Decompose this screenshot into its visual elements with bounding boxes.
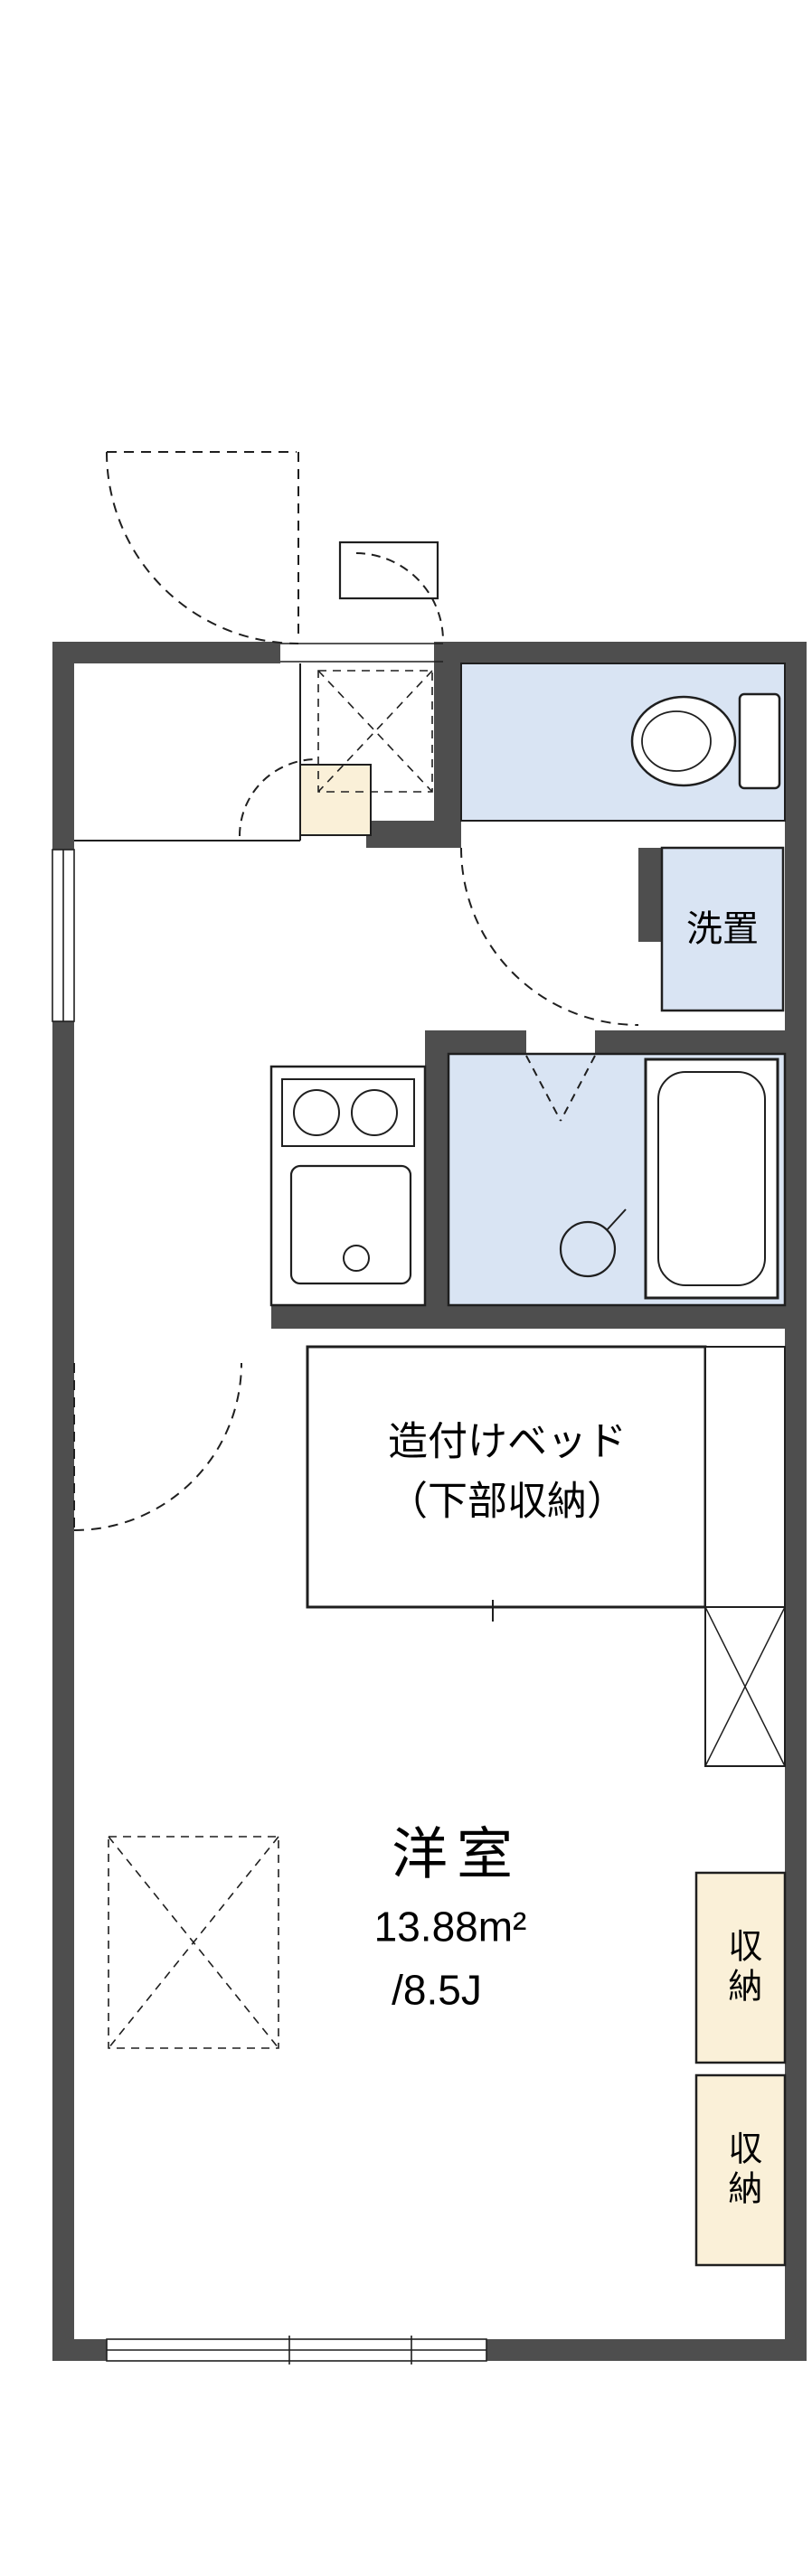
burner-right (351, 1089, 398, 1136)
burner-box (281, 1078, 415, 1147)
wall-tataki-stub (366, 821, 461, 848)
room-area-label: 13.88m² (373, 1903, 527, 1951)
wall-bath-left (425, 1030, 448, 1329)
toilet-bowl-inner (641, 710, 712, 772)
storage-upper-label: 収納 (722, 1928, 760, 2007)
washer-unit (660, 846, 785, 1012)
bed-label-line2: （下部収納） (388, 1479, 627, 1524)
bed-label-line1: 造付けベッド (388, 1419, 627, 1464)
kitchen-sink (289, 1164, 412, 1285)
bathroom (525, 1055, 779, 1300)
bathtub-outer (644, 1058, 779, 1300)
shower-drain-circle (559, 1220, 617, 1278)
right-nook (704, 1346, 786, 1767)
storage-upper-box (694, 1871, 787, 2064)
bathtub-inner (657, 1071, 766, 1286)
toilet-bowl (630, 695, 737, 787)
nook-upper (704, 1346, 786, 1608)
bed-outline (306, 1345, 707, 1609)
room-size-label: /8.5J (392, 1966, 482, 2014)
wall-left-upper (52, 642, 74, 851)
washroom-door-arc (460, 847, 639, 1026)
toilet-tank (738, 692, 781, 790)
built-in-bed (306, 1345, 707, 1622)
wall-washer-stub (638, 848, 662, 942)
main-room-features (73, 1362, 279, 2049)
fridge-diagonal-2 (704, 1606, 786, 1767)
entry-hall-door-arc (239, 758, 317, 837)
burner-left (293, 1089, 340, 1136)
wall-bath-top-right (595, 1030, 785, 1054)
wall-right (785, 642, 807, 2361)
bath-fold-door-left (525, 1055, 562, 1122)
washer-label: 洗置 (686, 909, 759, 949)
shoe-cabinet (299, 764, 372, 836)
entrance-door (106, 451, 445, 663)
entry-door-swing-arc-small (355, 552, 445, 643)
storage-lower-label: 収納 (722, 2130, 760, 2210)
washroom-door (460, 847, 639, 1026)
walls (52, 642, 807, 2361)
wall-bottom-right (486, 2339, 807, 2361)
room-name-label: 洋室 (391, 1823, 523, 1886)
entry-door-swing-arc-large (106, 451, 299, 644)
toilet-floor (460, 663, 786, 822)
room-door-arc (73, 1362, 242, 1531)
wall-top-right (443, 642, 807, 663)
folding-table-outline (108, 1836, 279, 2049)
entry-door-leaf (338, 541, 439, 600)
tataki-outline (317, 670, 433, 793)
windows (52, 849, 487, 2364)
kitchen (269, 1065, 427, 1307)
wall-entry-divider (434, 642, 461, 848)
wall-bath-kitchen-bottom (271, 1305, 785, 1329)
wall-top-left (52, 642, 280, 663)
sink-drain (343, 1245, 370, 1272)
wall-left-lower (52, 1020, 74, 2361)
storage-lower-box (694, 2073, 787, 2267)
toilet (630, 692, 781, 790)
wall-bottom-left (52, 2339, 107, 2361)
bath-fold-door-right (560, 1055, 596, 1122)
shower-faucet-line (606, 1208, 627, 1231)
folding-table-diagonal-2 (108, 1836, 279, 2049)
entry-hall (74, 663, 433, 841)
